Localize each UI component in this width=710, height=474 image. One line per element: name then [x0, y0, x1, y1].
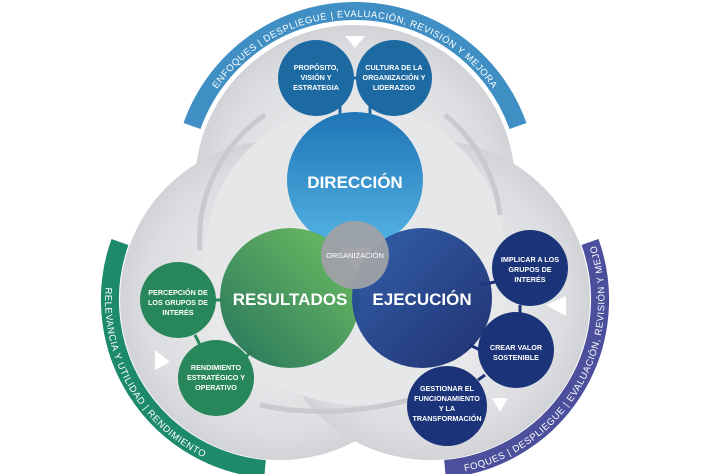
- criterion-label-line: IMPLICAR A LOS: [501, 255, 559, 264]
- criterion-proposito: PROPÓSITO, VISIÓN Y ESTRATEGIA: [278, 40, 354, 116]
- criterion-label-line: SOSTENIBLE: [493, 353, 539, 362]
- criterion-label-line: GESTIONAR EL: [420, 384, 475, 393]
- criterion-label-line: CULTURA DE LA: [365, 63, 423, 72]
- criterion-label-line: FUNCIONAMIENTO: [414, 394, 480, 403]
- criterion-label-line: CREAR VALOR: [490, 343, 543, 352]
- criterion-label-line: Y LA: [439, 404, 455, 413]
- organizacion-label: ORGANIZACIÓN: [326, 251, 384, 260]
- ejecucion-label: EJECUCIÓN: [372, 290, 471, 309]
- arrow-up-icon: [155, 350, 170, 370]
- direccion-label: DIRECCIÓN: [307, 173, 402, 192]
- direccion-circle: DIRECCIÓN: [287, 112, 423, 248]
- criterion-cultura: CULTURA DE LA ORGANIZACIÓN Y LIDERAZGO: [356, 40, 432, 116]
- arrow-right-icon: [492, 398, 508, 412]
- criterion-label-line: TRANSFORMACIÓN: [412, 414, 481, 423]
- criterion-label-line: LOS GRUPOS DE: [148, 298, 208, 307]
- criterion-implicar: IMPLICAR A LOS GRUPOS DE INTERÉS: [492, 230, 568, 306]
- criterion-label-line: ESTRATEGIA: [293, 83, 339, 92]
- top-band: [183, 2, 527, 130]
- criterion-percepcion: PERCEPCIÓN DE LOS GRUPOS DE INTERÉS: [140, 262, 216, 338]
- criterion-label-line: PERCEPCIÓN DE: [148, 288, 208, 297]
- criterion-label-line: RENDIMIENTO: [191, 363, 242, 372]
- organizacion-circle: ORGANIZACIÓN: [321, 221, 389, 289]
- criterion-label-line: INTERÉS: [162, 308, 193, 317]
- criterion-rendimiento: RENDIMIENTO ESTRATÉGICO Y OPERATIVO: [178, 340, 254, 416]
- criterion-label-line: INTERÉS: [514, 275, 545, 284]
- criterion-label-line: GRUPOS DE: [508, 265, 551, 274]
- criterion-label-line: LIDERAZGO: [373, 83, 416, 92]
- criterion-crear-valor: CREAR VALOR SOSTENIBLE: [478, 312, 554, 388]
- criterion-label-line: OPERATIVO: [195, 383, 237, 392]
- criterion-label-line: PROPÓSITO,: [294, 63, 339, 72]
- right-band: [444, 238, 609, 474]
- arrow-left-icon: [546, 296, 566, 316]
- criterion-label-line: VISIÓN Y: [300, 73, 331, 82]
- criterion-gestionar: GESTIONAR EL FUNCIONAMIENTO Y LA TRANSFO…: [407, 366, 487, 446]
- left-band: [101, 238, 266, 474]
- arrow-down-icon: [345, 36, 365, 48]
- inner-cycle-arrows: [197, 112, 503, 414]
- resultados-label: RESULTADOS: [233, 290, 348, 309]
- cycle-arrows: [155, 36, 566, 412]
- criterion-label-line: ESTRATÉGICO Y: [187, 373, 245, 382]
- criterion-label-line: ORGANIZACIÓN Y: [363, 73, 426, 82]
